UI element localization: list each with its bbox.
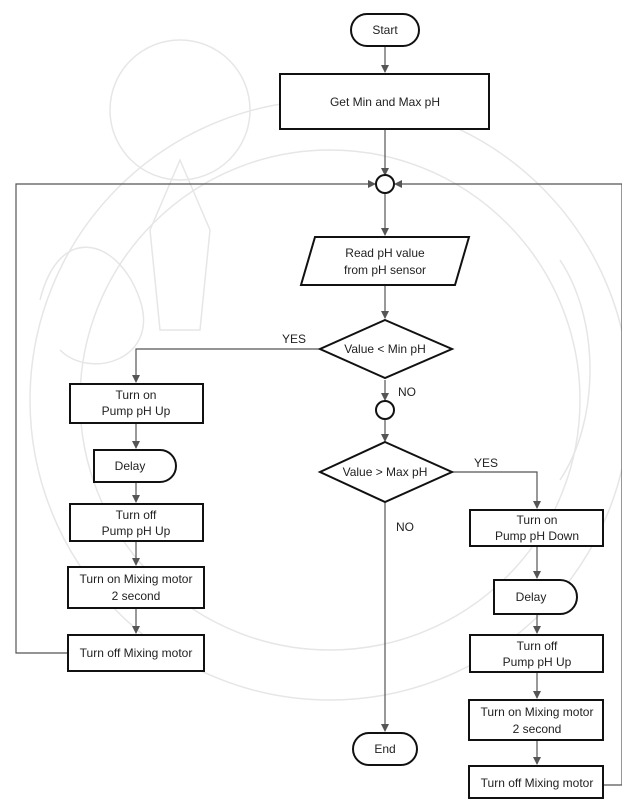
left-delay-label: Delay bbox=[115, 459, 146, 473]
read-ph-line2: from pH sensor bbox=[344, 263, 426, 277]
yes-max-label: YES bbox=[474, 456, 498, 470]
yes-min-label: YES bbox=[282, 332, 306, 346]
right-mix-off-process: Turn off Mixing motor bbox=[468, 765, 604, 799]
decision-max-ph: Value > Max pH bbox=[317, 440, 455, 504]
right-pump-on-line2: Pump pH Down bbox=[495, 529, 579, 543]
right-delay-label: Delay bbox=[516, 590, 547, 604]
left-pump-on-line2: Pump pH Up bbox=[102, 404, 171, 418]
left-pump-on-line1: Turn on bbox=[116, 388, 157, 402]
get-min-max-process: Get Min and Max pH bbox=[279, 73, 490, 130]
right-mix-on-line1: Turn on Mixing motor bbox=[481, 705, 594, 719]
left-mix-off-label: Turn off Mixing motor bbox=[80, 646, 193, 660]
right-mix-on-process: Turn on Mixing motor 2 second bbox=[468, 699, 604, 741]
right-pump-on-process: Turn on Pump pH Down bbox=[469, 509, 604, 547]
left-pump-off-line1: Turn off bbox=[116, 508, 157, 522]
end-label: End bbox=[374, 742, 395, 756]
start-terminal: Start bbox=[350, 13, 420, 47]
no-branch-connector bbox=[375, 400, 395, 420]
right-pump-off-line1: Turn off bbox=[517, 639, 558, 653]
decision-max-label: Value > Max pH bbox=[343, 465, 428, 479]
right-pump-off-process: Turn off Pump pH Up bbox=[469, 634, 604, 673]
left-pump-off-process: Turn off Pump pH Up bbox=[69, 503, 204, 542]
read-ph-input: Read pH value from pH sensor bbox=[299, 236, 471, 286]
right-delay: Delay bbox=[493, 579, 578, 615]
right-mix-off-label: Turn off Mixing motor bbox=[481, 776, 594, 790]
right-pump-on-line1: Turn on bbox=[517, 513, 558, 527]
left-pump-off-line2: Pump pH Up bbox=[102, 524, 171, 538]
connectors bbox=[15, 46, 622, 786]
start-label: Start bbox=[372, 23, 398, 37]
left-mix-off-process: Turn off Mixing motor bbox=[67, 634, 205, 672]
right-pump-off-line2: Pump pH Up bbox=[503, 655, 572, 669]
left-mix-on-process: Turn on Mixing motor 2 second bbox=[67, 566, 205, 609]
no-max-label: NO bbox=[396, 520, 414, 534]
loop-merge-connector bbox=[375, 174, 395, 194]
decision-min-ph: Value < Min pH bbox=[317, 318, 455, 380]
end-terminal: End bbox=[352, 732, 418, 766]
get-min-max-label: Get Min and Max pH bbox=[330, 95, 440, 109]
left-mix-on-line2: 2 second bbox=[112, 589, 161, 603]
left-pump-on-process: Turn on Pump pH Up bbox=[69, 383, 204, 424]
right-mix-on-line2: 2 second bbox=[513, 722, 562, 736]
left-mix-on-line1: Turn on Mixing motor bbox=[80, 572, 193, 586]
read-ph-line1: Read pH value bbox=[345, 246, 425, 260]
decision-min-label: Value < Min pH bbox=[344, 342, 426, 356]
no-min-label: NO bbox=[398, 385, 416, 399]
left-delay: Delay bbox=[93, 449, 177, 483]
